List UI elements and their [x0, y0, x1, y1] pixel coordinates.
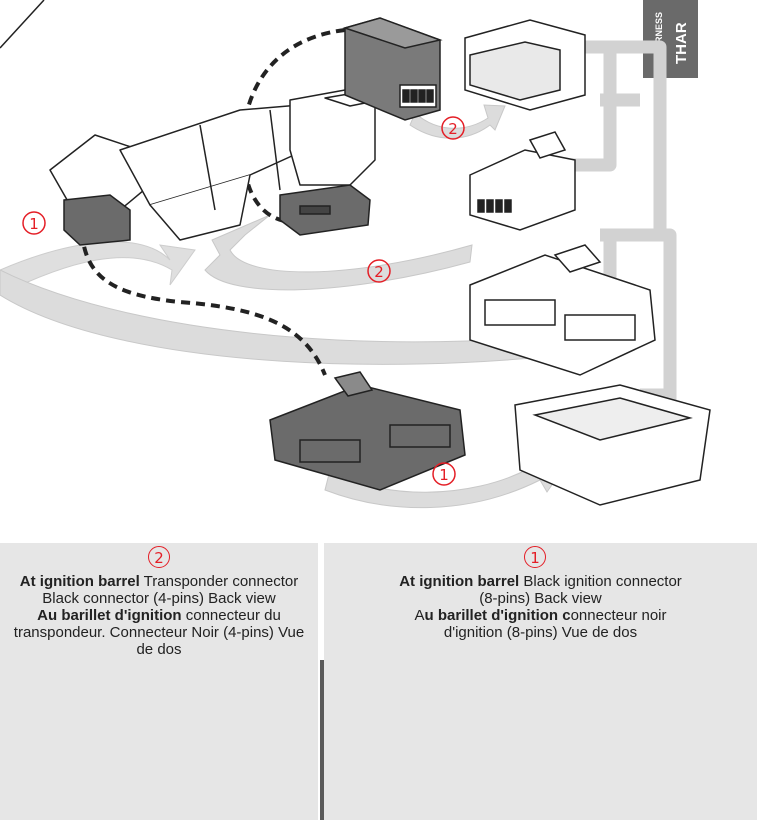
- transponder-panel-number: 2: [148, 546, 170, 568]
- transponder-french-bold: Au barillet d'ignition: [37, 607, 181, 624]
- ignition-panel-number: 1: [524, 546, 546, 568]
- svg-text:1: 1: [29, 215, 39, 233]
- ignition-french-text: Au barillet d'ignition connecteur noir d…: [334, 607, 747, 641]
- ignition-french-a: A: [415, 607, 425, 624]
- transponder-info-panel: 2 At ignition barrel Transponder connect…: [0, 543, 318, 820]
- t-harness-tag: T-HARNESS THAR: [643, 0, 698, 78]
- transponder-mating-connector-mid: [470, 132, 575, 230]
- ignition-french-bold: u barillet d'ignition c: [425, 607, 571, 624]
- step-callout-ignition-bottom: 1: [433, 463, 455, 485]
- svg-text:1: 1: [439, 466, 449, 484]
- ignition-connector-dark: [270, 372, 465, 490]
- transponder-mating-connector-top: [465, 20, 585, 110]
- corner-line: [0, 0, 44, 48]
- ignition-english-bold: At ignition barrel: [399, 573, 519, 590]
- transponder-french-text: Au barillet d'ignition connecteur du tra…: [8, 607, 310, 658]
- step-callout-ignition-left: 1: [23, 212, 45, 234]
- ignition-info-panel: 1 At ignition barrel Black ignition conn…: [324, 543, 757, 820]
- transponder-english-bold: At ignition barrel: [20, 573, 140, 590]
- transponder-english-text: At ignition barrel Transponder connector…: [8, 573, 310, 607]
- t-harness-label-large: THAR: [673, 22, 690, 64]
- ignition-english-text: At ignition barrel Black ignition connec…: [334, 573, 747, 607]
- svg-text:2: 2: [374, 263, 384, 281]
- svg-text:2: 2: [448, 120, 458, 138]
